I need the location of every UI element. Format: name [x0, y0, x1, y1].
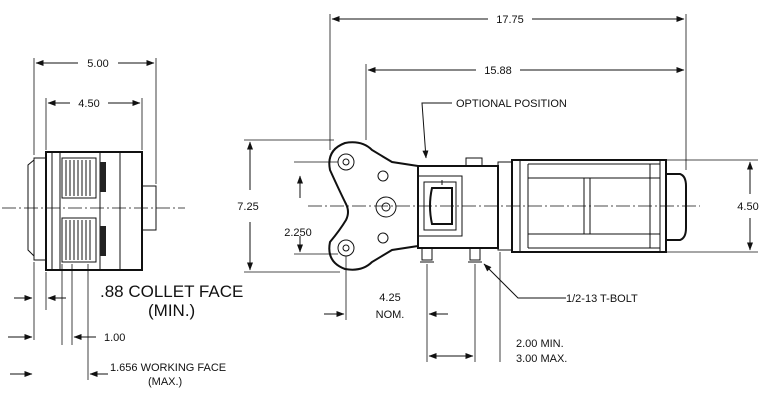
collet-upper: [61, 157, 97, 199]
collet-face-min-label: (MIN.): [148, 301, 195, 320]
dim-min: 2.00 MIN.: [516, 338, 564, 350]
collet-lower: [61, 217, 97, 263]
dim-clamp-height: 7.25: [237, 201, 258, 213]
dim-side-overall: 5.00: [87, 58, 108, 70]
dim-1-00: 1.00: [104, 332, 125, 344]
dim-body-length: 15.88: [484, 65, 512, 77]
dim-jaw-spacing: 2.250: [284, 227, 312, 239]
dim-side-body: 4.50: [78, 98, 99, 110]
working-face-max-label: (MAX.): [148, 376, 182, 388]
optional-position-label: OPTIONAL POSITION: [456, 98, 567, 110]
dim-nom-label: NOM.: [376, 309, 405, 321]
dim-overall-length: 17.75: [496, 14, 524, 26]
tbolt-label: 1/2-13 T-BOLT: [566, 293, 638, 305]
dim-max: 3.00 MAX.: [516, 353, 567, 365]
working-face-label: 1.656 WORKING FACE: [110, 362, 226, 374]
dim-cylinder-height: 4.50: [737, 201, 758, 213]
side-view: [2, 58, 185, 380]
collet-face-label: .88 COLLET FACE: [100, 282, 243, 301]
clamp-view: [244, 14, 758, 362]
dim-nom-value: 4.25: [379, 292, 400, 304]
